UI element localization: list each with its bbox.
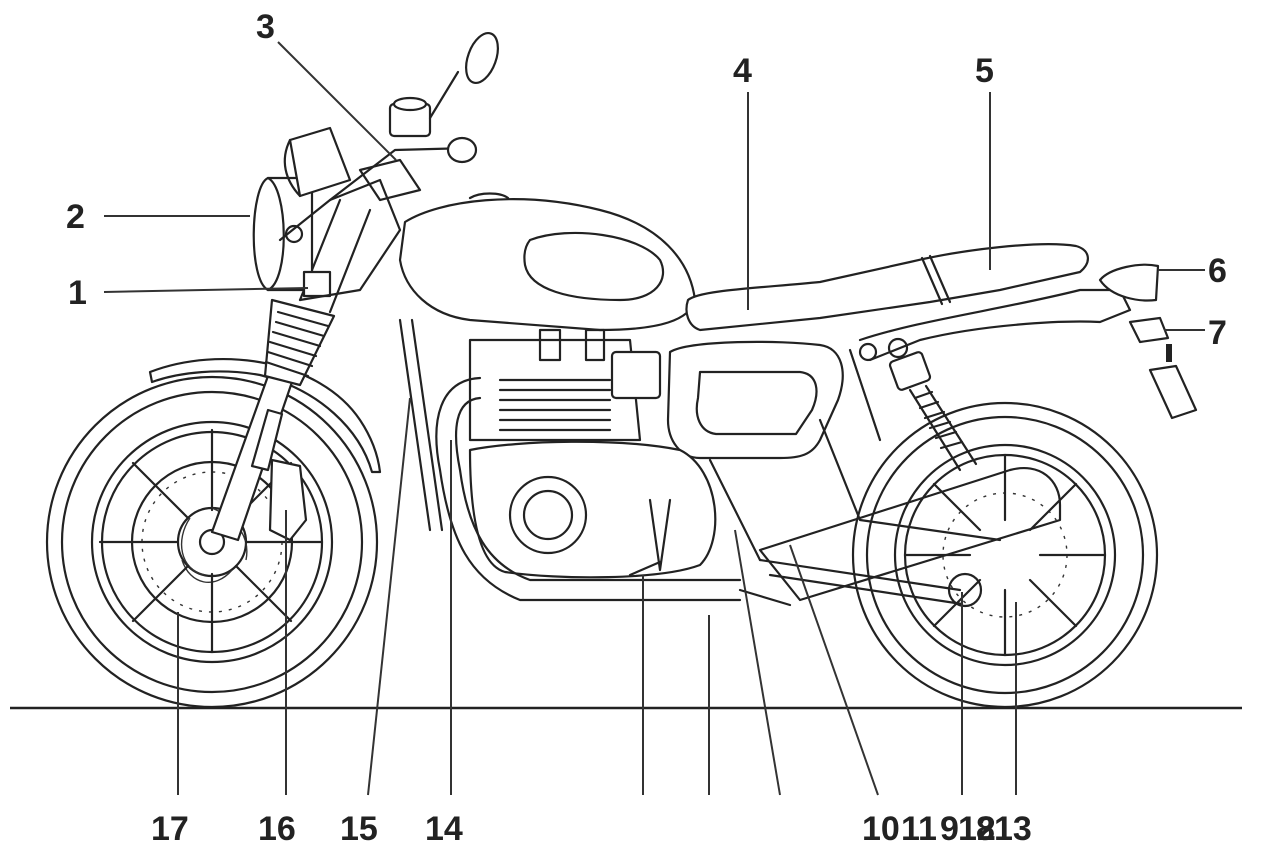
engine: [468, 328, 717, 579]
callout-labels: 1 2 3 4 5 6 7 8 9 10 11 12 13 14 15 16 1…: [66, 8, 1227, 848]
exhaust-header: [435, 376, 742, 602]
leader-lines: [103, 41, 1205, 796]
seat: [685, 243, 1089, 332]
foot-controls: [628, 560, 792, 607]
callout-15: 15: [340, 810, 378, 848]
frame: [398, 318, 1002, 562]
callout-6: 6: [1208, 252, 1227, 290]
callout-13: 13: [994, 810, 1032, 848]
silencer: [758, 467, 1062, 602]
callout-1: 1: [68, 274, 87, 312]
handlebar-area: [278, 32, 499, 302]
headlight: [252, 176, 332, 298]
callout-7: 7: [1208, 314, 1227, 352]
callout-5: 5: [975, 52, 994, 90]
callout-11: 11: [901, 810, 937, 848]
rear-wheel: [851, 401, 1159, 709]
callout-4: 4: [733, 52, 752, 90]
fuel-tank: [398, 192, 697, 332]
callout-12: 12: [958, 810, 996, 848]
callout-16: 16: [258, 810, 296, 848]
callout-2: 2: [66, 198, 85, 236]
front-brake-caliper: [268, 458, 308, 542]
callout-10: 10: [862, 810, 900, 848]
front-wheel: [45, 375, 379, 709]
rear-shock: [887, 337, 978, 472]
callout-8: 8: [976, 810, 995, 848]
callout-3: 3: [256, 8, 275, 46]
callout-9: 9: [940, 810, 959, 848]
callout-17: 17: [151, 810, 189, 848]
motorcycle-illustration: [45, 32, 1198, 709]
taillight: [1098, 263, 1198, 420]
callout-14: 14: [425, 810, 463, 848]
front-fork: [210, 198, 372, 542]
